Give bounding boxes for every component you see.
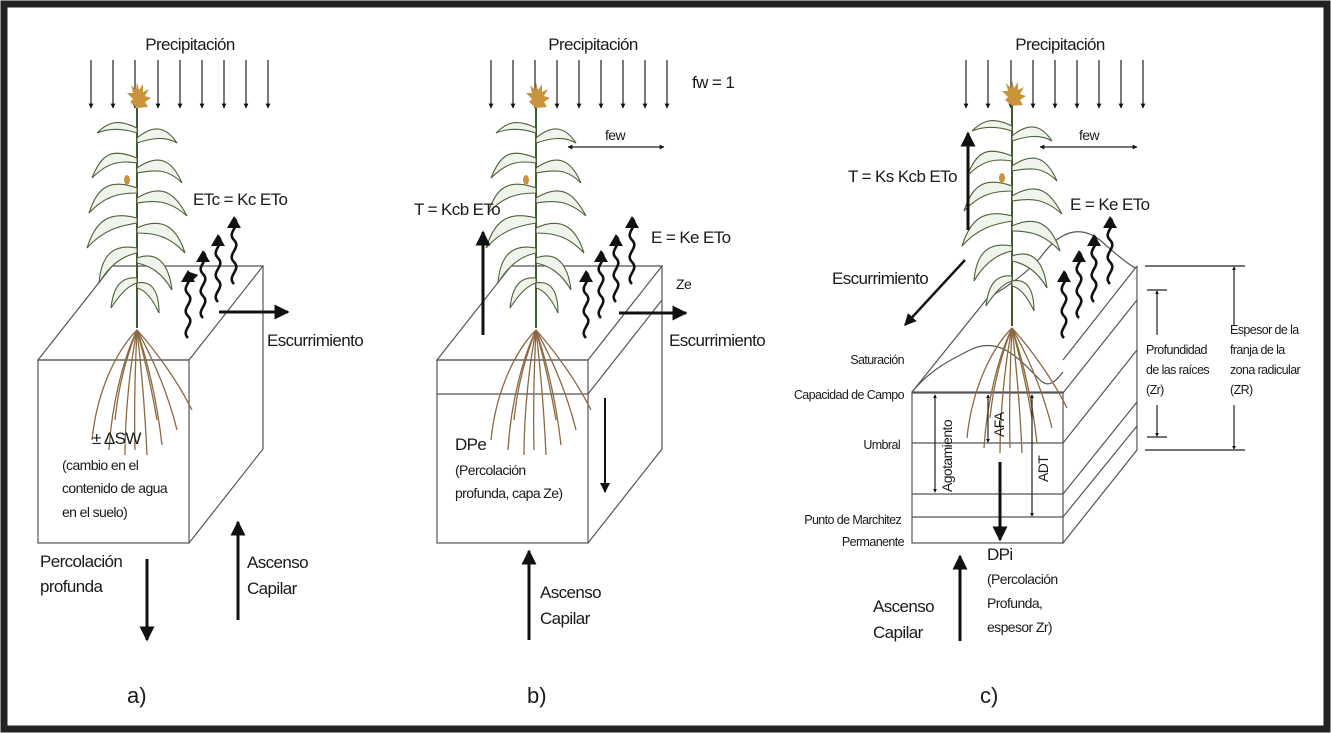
raw-label: AFA [991, 411, 1007, 437]
capillary-rise-label: Ascenso Capilar [873, 597, 938, 642]
soil-block [911, 231, 1138, 544]
fw-label: fw = 1 [692, 73, 734, 92]
dpi-label: DPi [987, 545, 1013, 564]
precipitation-arrows [488, 60, 670, 109]
maize-plant-icon [86, 81, 188, 329]
delta-sw-desc: (cambio en el contenido de agua en el su… [62, 457, 170, 520]
delta-sw-label: ± ΔSW [92, 429, 141, 448]
evapotranspiration-arrows [181, 216, 241, 340]
evaporation-arrows [1057, 216, 1117, 340]
panel-label-b: b) [527, 683, 547, 708]
runoff-arrow [904, 259, 966, 326]
panel-b: Precipitación fw = 1 few T = Kcb ETo [414, 35, 766, 708]
panel-a: Precipitación [36, 35, 364, 708]
soil-block [36, 265, 265, 544]
panel-c: Precipitación few T = Ks Kcb ETo [794, 35, 1303, 708]
etc-equation: ETc = Kc ETo [193, 190, 288, 209]
evaporation-label: E = Ke ETo [1070, 195, 1150, 214]
root-depth-label: Profundidad de las raíces (Zr) [1146, 343, 1212, 397]
capillary-rise-label: Ascenso Capilar [540, 583, 605, 628]
maize-plant-icon [961, 79, 1063, 327]
deep-percolation-label: Percolación profunda [40, 552, 126, 596]
precipitation-label: Precipitación [1015, 35, 1105, 54]
maize-plant-icon [485, 81, 587, 329]
runoff-label: Escurrimiento [267, 331, 363, 350]
panel-label-c: c) [980, 683, 998, 708]
dpe-desc: (Percolación profunda, capa Ze) [455, 462, 563, 501]
precipitation-label: Precipitación [145, 35, 235, 54]
transpiration-label: T = Kcb ETo [414, 200, 500, 219]
evaporation-arrows [579, 216, 639, 340]
soil-block [435, 265, 664, 544]
level-saturation: Saturación [850, 353, 904, 367]
few-label: few [605, 127, 626, 143]
dpi-desc: (Percolación Profunda, espesor Zr) [987, 571, 1061, 635]
capillary-rise-label: Ascenso Capilar [247, 553, 312, 598]
level-wilting-point: Punto de Marchitez Permanente [804, 513, 904, 549]
precipitation-arrows [88, 60, 271, 109]
runoff-label: Escurrimiento [832, 269, 928, 288]
transpiration-label: T = Ks Kcb ETo [848, 167, 957, 186]
root-depth-dimension [1145, 265, 1245, 451]
depletion-label: Agotamiento [939, 419, 955, 492]
runoff-label: Escurrimiento [669, 331, 765, 350]
evaporation-label: E = Ke ETo [651, 228, 731, 247]
ze-label: Ze [676, 276, 692, 292]
root-zone-thickness-label: Espesor de la franja de la zona radicula… [1230, 323, 1303, 397]
level-threshold: Umbral [863, 438, 900, 452]
level-field-capacity: Capacidad de Campo [794, 388, 905, 402]
panel-label-a: a) [127, 683, 147, 708]
precipitation-label: Precipitación [548, 35, 638, 54]
dpe-label: DPe [455, 435, 486, 454]
few-label: few [1079, 127, 1100, 143]
precipitation-arrows [963, 60, 1146, 109]
taw-label: ADT [1035, 455, 1051, 482]
